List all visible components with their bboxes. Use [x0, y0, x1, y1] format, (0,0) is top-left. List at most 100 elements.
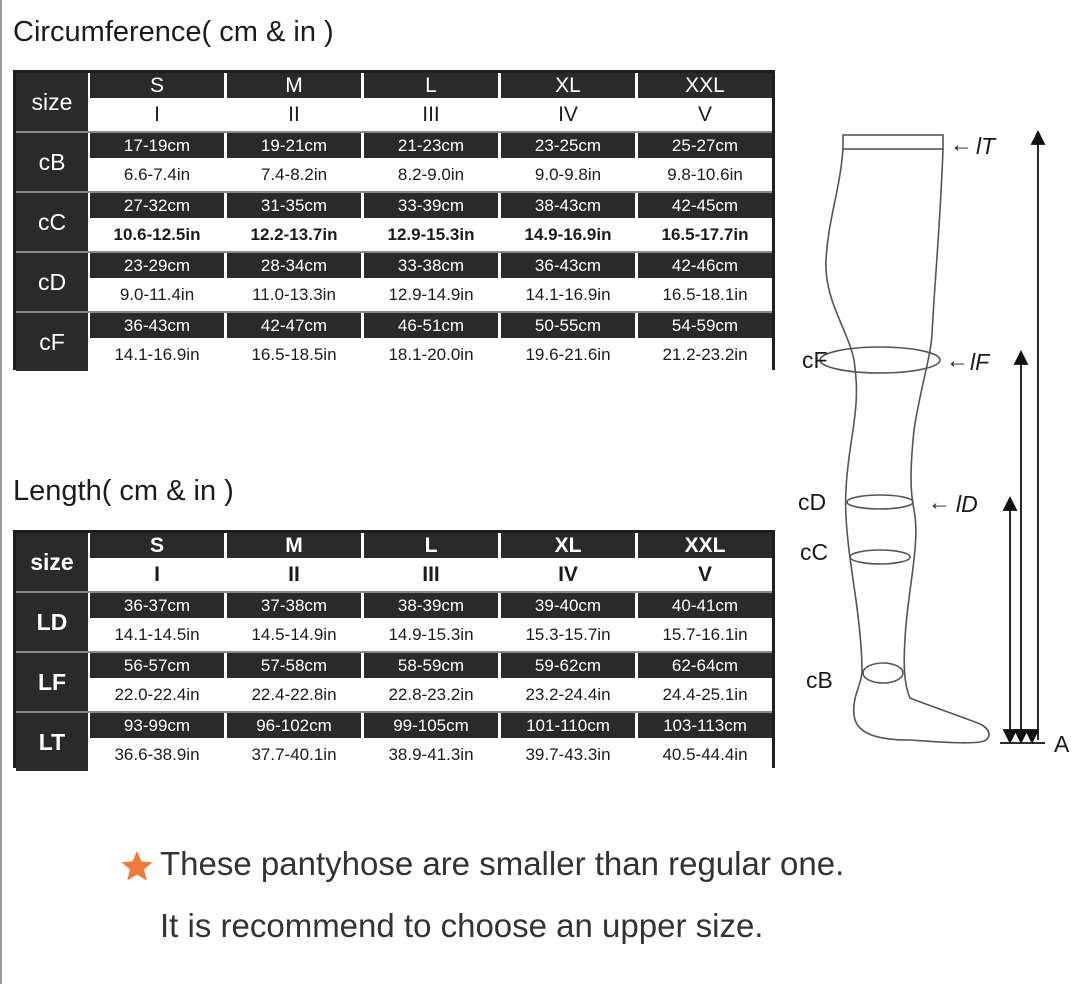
- cm-value: 96-102cm: [227, 713, 361, 738]
- in-value: 37.7-40.1in: [227, 738, 361, 771]
- calf-ring: [849, 549, 911, 565]
- cm-value: 17-19cm: [90, 133, 224, 158]
- size-header: size: [16, 533, 90, 591]
- cm-value: 93-99cm: [90, 713, 224, 738]
- in-value: 14.5-14.9in: [227, 618, 361, 651]
- cm-value: 36-43cm: [90, 313, 224, 338]
- in-value: 38.9-41.3in: [364, 738, 498, 771]
- label-lf: lF: [970, 349, 991, 375]
- in-value: 16.5-18.1in: [638, 278, 772, 311]
- cm-value: 33-39cm: [364, 193, 498, 218]
- in-value: 16.5-17.7in: [638, 218, 772, 251]
- label-cb: cB: [806, 667, 833, 693]
- in-value: 22.0-22.4in: [90, 678, 224, 711]
- row-label: cD: [16, 253, 90, 311]
- ankle-ring: [862, 662, 904, 684]
- leg-outline: [825, 134, 990, 744]
- in-value: 40.5-44.4in: [638, 738, 772, 771]
- cm-value: 62-64cm: [638, 653, 772, 678]
- in-value: 18.1-20.0in: [364, 338, 498, 371]
- in-value: 10.6-12.5in: [90, 218, 224, 251]
- in-value: 14.9-16.9in: [501, 218, 635, 251]
- in-value: 12.2-13.7in: [227, 218, 361, 251]
- size-roman: IV: [501, 98, 635, 131]
- row-label: LT: [16, 713, 90, 771]
- in-value: 24.4-25.1in: [638, 678, 772, 711]
- size-letter: XL: [501, 533, 635, 558]
- row-label: cB: [16, 133, 90, 191]
- in-value: 7.4-8.2in: [227, 158, 361, 191]
- size-roman: V: [638, 558, 772, 591]
- cm-value: 28-34cm: [227, 253, 361, 278]
- floor-arrowhead: [1013, 729, 1029, 745]
- cm-value: 46-51cm: [364, 313, 498, 338]
- size-letter: M: [227, 533, 361, 558]
- label-cd: cD: [798, 489, 826, 515]
- arrow-glyph: ←: [928, 489, 951, 515]
- cm-value: 42-45cm: [638, 193, 772, 218]
- in-value: 12.9-15.3in: [364, 218, 498, 251]
- note-line-1: These pantyhose are smaller than regular…: [160, 845, 845, 882]
- in-value: 9.0-9.8in: [501, 158, 635, 191]
- size-roman: II: [227, 558, 361, 591]
- thigh-ring: [819, 346, 941, 374]
- cm-value: 40-41cm: [638, 593, 772, 618]
- cm-value: 19-21cm: [227, 133, 361, 158]
- cm-value: 37-38cm: [227, 593, 361, 618]
- size-roman: I: [90, 98, 224, 131]
- cm-value: 42-47cm: [227, 313, 361, 338]
- size-roman: III: [364, 558, 498, 591]
- in-value: 36.6-38.9in: [90, 738, 224, 771]
- in-value: 21.2-23.2in: [638, 338, 772, 371]
- size-letter: L: [364, 73, 498, 98]
- size-letter: M: [227, 73, 361, 98]
- label-ld: lD: [956, 491, 978, 517]
- size-roman: III: [364, 98, 498, 131]
- cm-value: 36-43cm: [501, 253, 635, 278]
- in-value: 39.7-43.3in: [501, 738, 635, 771]
- in-value: 14.9-15.3in: [364, 618, 498, 651]
- floor-arrowhead: [1024, 729, 1040, 745]
- waistband-shape: [842, 134, 944, 150]
- cm-value: 42-46cm: [638, 253, 772, 278]
- floor-arrowhead: [1002, 729, 1018, 745]
- length-title: Length( cm & in ): [13, 475, 234, 507]
- arrow-glyph: ←: [946, 347, 969, 373]
- in-value: 12.9-14.9in: [364, 278, 498, 311]
- cm-value: 54-59cm: [638, 313, 772, 338]
- in-value: 19.6-21.6in: [501, 338, 635, 371]
- cm-value: 38-43cm: [501, 193, 635, 218]
- in-value: 11.0-13.3in: [227, 278, 361, 311]
- cm-value: 101-110cm: [501, 713, 635, 738]
- cm-value: 23-25cm: [501, 133, 635, 158]
- in-value: 22.4-22.8in: [227, 678, 361, 711]
- cm-value: 25-27cm: [638, 133, 772, 158]
- size-letter: XXL: [638, 73, 772, 98]
- label-cf: cF: [802, 347, 828, 373]
- cm-value: 57-58cm: [227, 653, 361, 678]
- size-roman: II: [227, 98, 361, 131]
- star-icon: [121, 851, 153, 881]
- in-value: 16.5-18.5in: [227, 338, 361, 371]
- cm-value: 58-59cm: [364, 653, 498, 678]
- in-value: 14.1-16.9in: [501, 278, 635, 311]
- cm-value: 31-35cm: [227, 193, 361, 218]
- arrow-glyph: ←: [950, 131, 973, 157]
- size-roman: I: [90, 558, 224, 591]
- in-value: 14.1-16.9in: [90, 338, 224, 371]
- row-label: LD: [16, 593, 90, 651]
